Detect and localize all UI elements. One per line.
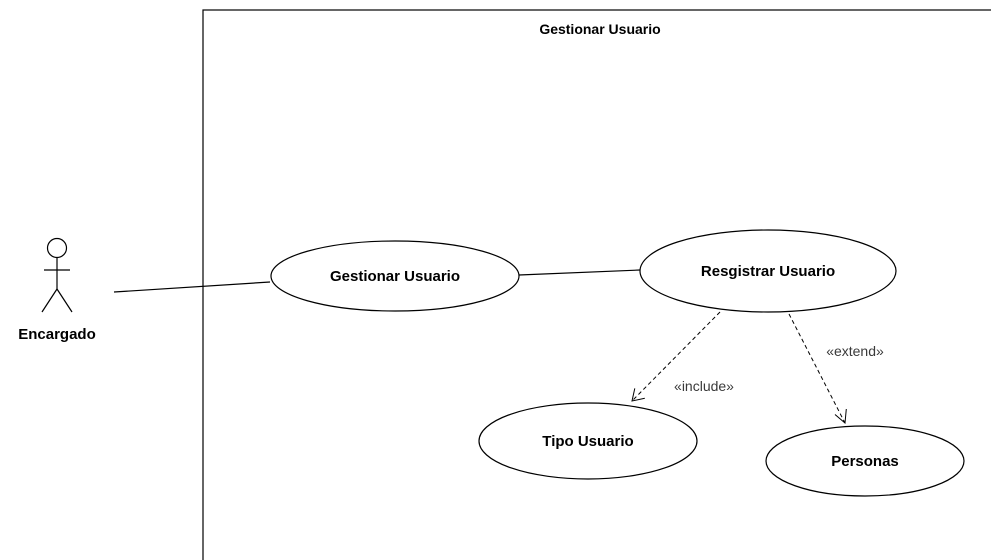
system-boundary-title: Gestionar Usuario <box>539 21 660 37</box>
use-case-registrar-usuario[interactable]: Resgistrar Usuario <box>639 229 897 313</box>
stick-figure-icon <box>41 237 73 313</box>
use-case-tipo-usuario[interactable]: Tipo Usuario <box>478 402 698 480</box>
association-gestionar-registrar[interactable] <box>518 269 641 276</box>
actor-label: Encargado <box>18 326 96 343</box>
use-case-gestionar-usuario[interactable]: Gestionar Usuario <box>270 240 520 312</box>
use-case-personas[interactable]: Personas <box>765 425 965 497</box>
use-case-label: Gestionar Usuario <box>330 268 460 285</box>
use-case-label: Tipo Usuario <box>542 433 633 450</box>
open-arrowhead-icon <box>834 408 847 425</box>
extend-label: «extend» <box>826 343 884 359</box>
extend-dependency[interactable]: «extend» <box>788 313 884 425</box>
use-case-label: Resgistrar Usuario <box>701 263 835 280</box>
actor-encargado[interactable]: Encargado <box>18 237 96 344</box>
use-case-label: Personas <box>831 453 899 470</box>
open-arrowhead-icon <box>631 388 645 402</box>
association-actor-gestionar[interactable] <box>113 281 271 293</box>
include-dependency[interactable]: «include» <box>631 311 734 402</box>
include-label: «include» <box>674 378 734 394</box>
